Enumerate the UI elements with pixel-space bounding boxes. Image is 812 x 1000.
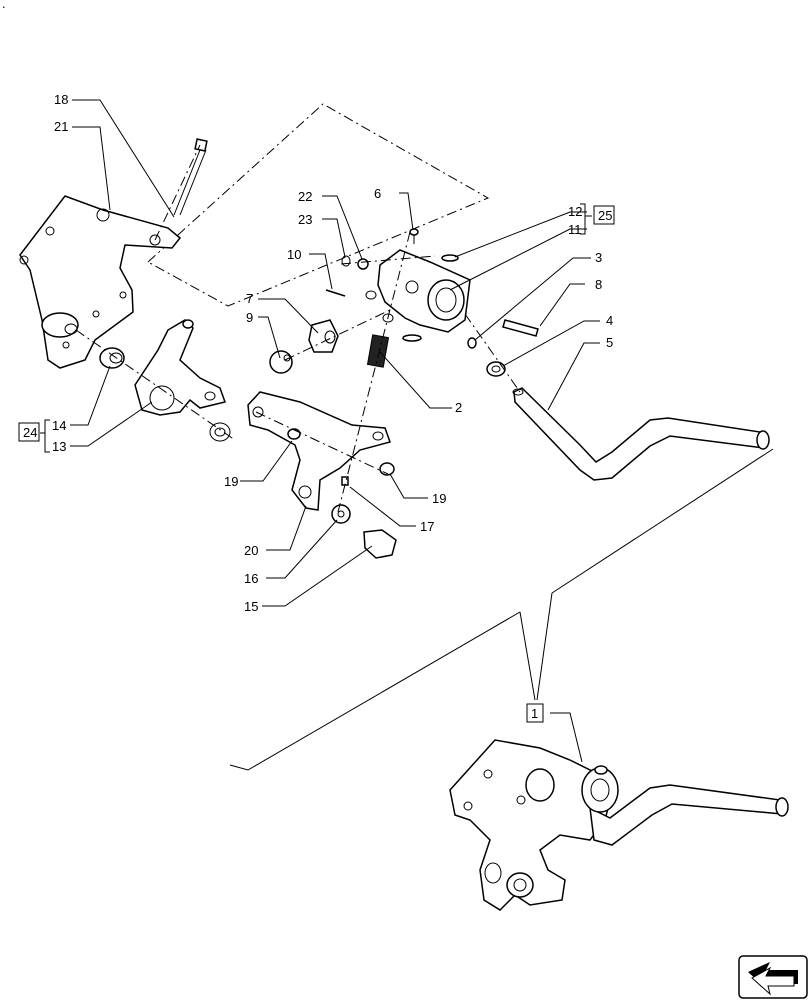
pin-8 bbox=[502, 319, 539, 337]
leader-lines bbox=[70, 99, 600, 763]
reference-frame bbox=[147, 103, 490, 307]
bearing-7 bbox=[308, 319, 339, 353]
callout-7: 7 bbox=[246, 291, 253, 306]
callout-12: 12 bbox=[568, 204, 582, 219]
next-page-arrow-icon[interactable] bbox=[738, 955, 808, 999]
callout-16: 16 bbox=[244, 571, 258, 586]
housing-11 bbox=[365, 249, 471, 333]
circlip-3 bbox=[467, 337, 477, 349]
washer-23 bbox=[341, 255, 351, 267]
lever-5 bbox=[512, 387, 770, 481]
bracket-left bbox=[19, 195, 182, 369]
ball-9 bbox=[269, 350, 293, 374]
callout-13: 13 bbox=[52, 439, 66, 454]
callout-18: 18 bbox=[54, 92, 68, 107]
corner-mark: . bbox=[2, 0, 6, 11]
assembly-pointer bbox=[229, 448, 774, 771]
callout-22: 22 bbox=[298, 189, 312, 204]
spring-2 bbox=[366, 334, 390, 368]
callout-box-1 bbox=[526, 703, 544, 723]
callout-box-24 bbox=[18, 422, 40, 442]
callout-10: 10 bbox=[287, 247, 301, 262]
axis-line-left bbox=[75, 329, 236, 441]
bushing-14 bbox=[99, 347, 125, 369]
callout-20: 20 bbox=[244, 543, 258, 558]
callout-23: 23 bbox=[298, 212, 312, 227]
callout-17: 17 bbox=[420, 519, 434, 534]
washer-13-ring bbox=[209, 422, 231, 442]
callout-11: 11 bbox=[568, 222, 582, 237]
axis-line-right bbox=[464, 313, 521, 393]
callout-4: 4 bbox=[606, 313, 613, 328]
bolt-19-left bbox=[287, 428, 301, 440]
callout-15: 15 bbox=[244, 599, 258, 614]
link-arm-13 bbox=[134, 319, 226, 416]
callout-box-25 bbox=[593, 205, 615, 225]
callout-5: 5 bbox=[606, 335, 613, 350]
group-brackets bbox=[40, 203, 592, 453]
spacer-plate bbox=[402, 334, 422, 342]
callout-24: 24 bbox=[23, 425, 37, 440]
callout-1: 1 bbox=[531, 706, 538, 721]
callout-8: 8 bbox=[595, 277, 602, 292]
callout-19-left: 19 bbox=[224, 474, 238, 489]
callout-3: 3 bbox=[595, 250, 602, 265]
callout-2: 2 bbox=[455, 400, 462, 415]
callout-25: 25 bbox=[598, 208, 612, 223]
assembled-view bbox=[449, 739, 789, 911]
pin-10 bbox=[325, 289, 346, 297]
circlip-22 bbox=[357, 258, 369, 270]
axis-line-vertical bbox=[337, 231, 411, 513]
callout-19-right: 19 bbox=[432, 491, 446, 506]
washer-16 bbox=[331, 504, 351, 524]
callout-6: 6 bbox=[374, 186, 381, 201]
axis-line-top bbox=[340, 255, 436, 265]
screw-6 bbox=[409, 228, 419, 244]
callout-21: 21 bbox=[54, 119, 68, 134]
callout-9: 9 bbox=[246, 310, 253, 325]
bolt-15 bbox=[363, 529, 397, 559]
bushing-4 bbox=[486, 361, 506, 377]
axis-line-bolt bbox=[154, 144, 201, 241]
bracket-20 bbox=[247, 391, 391, 511]
callout-14: 14 bbox=[52, 418, 66, 433]
bolt-18 bbox=[173, 138, 208, 216]
axis-line-lower bbox=[255, 411, 389, 475]
